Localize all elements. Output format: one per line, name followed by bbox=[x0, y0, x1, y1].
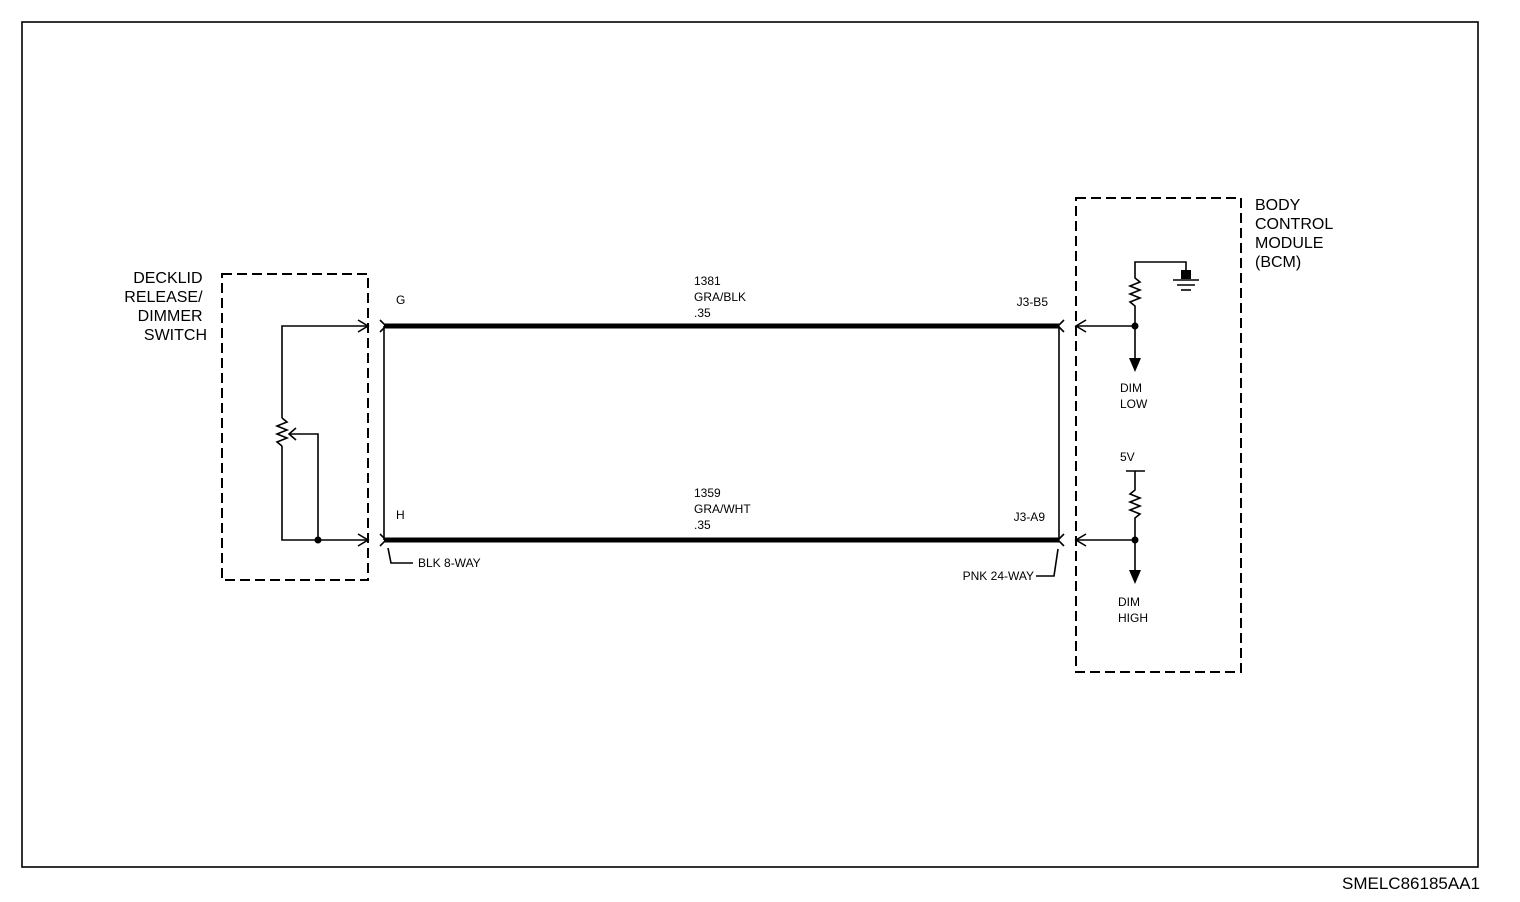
potentiometer-icon bbox=[274, 417, 290, 447]
switch-wire-bottom bbox=[281, 446, 368, 541]
diagram-frame bbox=[21, 21, 1479, 868]
left-connector-leader bbox=[387, 547, 413, 564]
dim-high-arrow-icon bbox=[1129, 570, 1141, 584]
switch-wire-top bbox=[281, 325, 368, 418]
junction-dot bbox=[314, 536, 322, 544]
decklid-dimmer-switch: DECKLID RELEASE/ DIMMER SWITCH bbox=[124, 270, 370, 581]
switch-label: DECKLID RELEASE/ DIMMER SWITCH bbox=[124, 270, 207, 344]
pin-h-arrow-icon bbox=[357, 533, 370, 547]
wire-1359-spec: 1359 GRA/WHT .35 bbox=[694, 486, 754, 532]
ground-icon bbox=[1173, 270, 1199, 291]
body-control-module: BODY CONTROL MODULE (BCM) DIM LOW 5V bbox=[1074, 197, 1337, 673]
harness: G H J3-B5 J3-A9 1381 GRA/BLK .35 1359 GR… bbox=[379, 274, 1065, 583]
wiper-arrow-icon bbox=[287, 427, 297, 441]
dim-low-arrow-icon bbox=[1129, 358, 1141, 372]
dim-high-label: DIM HIGH bbox=[1118, 595, 1148, 625]
figure-id: SMELC86185AA1 bbox=[1342, 874, 1480, 893]
right-connector-label: PNK 24-WAY bbox=[963, 569, 1034, 583]
right-connector-leader bbox=[1036, 548, 1059, 577]
pin-h-label: H bbox=[396, 508, 405, 522]
wire-1381-spec: 1381 GRA/BLK .35 bbox=[694, 274, 749, 320]
pin-j3-b5-label: J3-B5 bbox=[1017, 295, 1049, 309]
supply-5v-label: 5V bbox=[1120, 450, 1135, 464]
pull-up-resistor-icon bbox=[1127, 471, 1143, 540]
switch-dashed-box bbox=[221, 273, 369, 581]
dim-low-label: DIM LOW bbox=[1120, 381, 1148, 411]
pin-g-arrow-icon bbox=[357, 319, 370, 333]
pin-j3-a9-label: J3-A9 bbox=[1014, 510, 1046, 524]
left-connector-label: BLK 8-WAY bbox=[418, 556, 481, 570]
pin-g-label: G bbox=[396, 293, 405, 307]
wiper-lead bbox=[290, 433, 319, 540]
pull-down-resistor-icon bbox=[1127, 261, 1187, 326]
bcm-dashed-box bbox=[1075, 197, 1242, 673]
bcm-label: BODY CONTROL MODULE (BCM) bbox=[1255, 197, 1337, 271]
